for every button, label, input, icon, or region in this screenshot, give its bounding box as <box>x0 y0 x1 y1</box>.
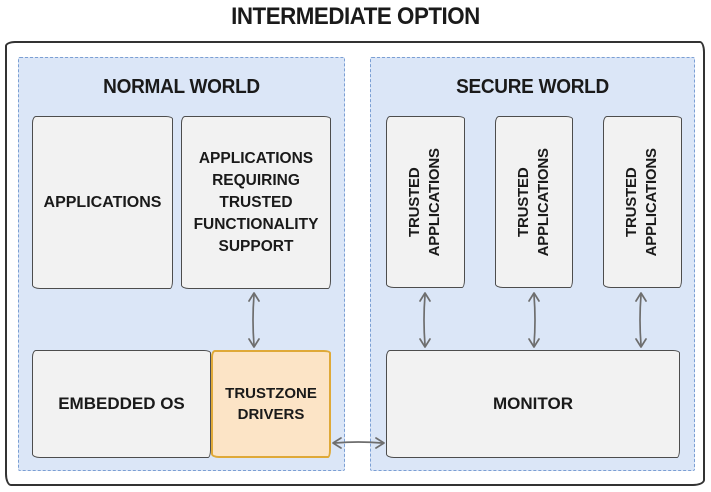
trusted-applications-label-1: TRUSTED APPLICATIONS <box>406 147 444 257</box>
applications-requiring-label: APPLICATIONS REQUIRING TRUSTED FUNCTIONA… <box>193 149 319 255</box>
secure-world-title: SECURE WORLD <box>456 76 609 98</box>
applications-requiring-trusted-functionality-box: APPLICATIONS REQUIRING TRUSTED FUNCTIONA… <box>181 116 331 289</box>
diagram-title: INTERMEDIATE OPTION <box>231 3 480 30</box>
embedded-os-label: EMBEDDED OS <box>58 394 185 413</box>
trusted-applications-label-3: TRUSTED APPLICATIONS <box>623 147 661 257</box>
trusted-applications-box-2: TRUSTED APPLICATIONS <box>495 116 573 288</box>
applications-label: APPLICATIONS <box>43 193 162 211</box>
trustzone-drivers-label: TRUSTZONE DRIVERS <box>225 385 317 423</box>
trustzone-drivers-box: TRUSTZONE DRIVERS <box>211 350 331 458</box>
embedded-os-box: EMBEDDED OS <box>32 350 211 458</box>
trusted-applications-label-2: TRUSTED APPLICATIONS <box>514 147 553 257</box>
system-boundary-box <box>5 41 705 486</box>
trusted-applications-box-1: TRUSTED APPLICATIONS <box>386 116 465 288</box>
normal-world-title: NORMAL WORLD <box>103 76 260 98</box>
monitor-label: MONITOR <box>493 394 573 413</box>
applications-box: APPLICATIONS <box>32 116 173 289</box>
trusted-applications-box-3: TRUSTED APPLICATIONS <box>603 116 682 288</box>
monitor-box: MONITOR <box>386 350 680 458</box>
